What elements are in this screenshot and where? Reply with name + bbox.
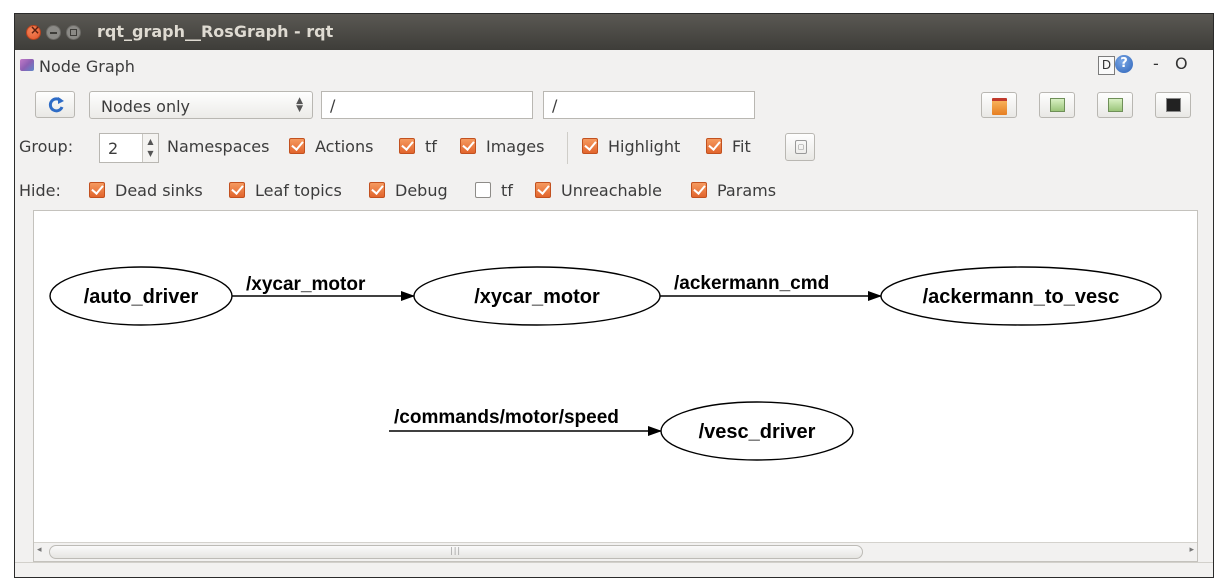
group-value: 2 — [108, 139, 119, 158]
dead-sinks-label: Dead sinks — [115, 181, 203, 200]
save-svg-button[interactable] — [1097, 92, 1133, 118]
edge-label-xycar-motor: /xycar_motor — [246, 274, 366, 295]
node-xycar-motor[interactable] — [413, 266, 661, 326]
edge-label-ackermann-cmd: /ackermann_cmd — [674, 273, 829, 294]
leaf-topics-label: Leaf topics — [255, 181, 342, 200]
window-close-icon[interactable] — [26, 23, 41, 40]
save-image-button[interactable] — [1155, 92, 1191, 118]
scroll-left-icon[interactable]: ◂ — [37, 545, 42, 555]
group-spinbox[interactable]: 2 ▲▼ — [99, 133, 159, 163]
window-minimize-icon[interactable] — [46, 25, 61, 40]
hide-tf-checkbox[interactable] — [475, 182, 491, 198]
horizontal-scrollbar[interactable]: ◂ ||| ▸ — [34, 542, 1197, 561]
node-ackermann-to-vesc[interactable] — [880, 266, 1162, 326]
options-separator — [567, 132, 568, 164]
plugin-title: Node Graph — [39, 57, 135, 76]
node-label-xycar-motor: /xycar_motor — [474, 286, 600, 308]
highlight-checkbox[interactable] — [582, 138, 598, 154]
status-bar — [15, 562, 1213, 577]
fit-in-view-button[interactable]: ▢ — [785, 133, 815, 161]
ros-graph: /xycar_motor /ackermann_cmd /commands/mo… — [49, 266, 1162, 461]
save-dot-icon — [1050, 98, 1065, 112]
combo-updown-icon: ▲▼ — [296, 96, 303, 114]
help-icon[interactable]: ? — [1115, 55, 1133, 73]
plugin-minimize-button[interactable]: - — [1153, 54, 1159, 73]
spin-arrows-icon[interactable]: ▲▼ — [142, 134, 158, 162]
tf-checkbox[interactable] — [399, 138, 415, 154]
actions-label: Actions — [315, 137, 374, 156]
actions-checkbox[interactable] — [289, 138, 305, 154]
node-graph-plugin-icon — [20, 59, 34, 71]
window-maximize-icon[interactable] — [66, 25, 81, 40]
plugin-header: Node Graph D ? - O — [15, 50, 1213, 80]
rqt-window: rqt_graph__RosGraph - rqt Node Graph D ?… — [14, 13, 1214, 578]
node-label-vesc-driver: /vesc_driver — [699, 421, 816, 443]
open-folder-icon — [992, 98, 1007, 115]
fit-checkbox[interactable] — [706, 138, 722, 154]
hide-label: Hide: — [19, 181, 61, 200]
title-bar[interactable]: rqt_graph__RosGraph - rqt — [15, 14, 1213, 50]
params-label: Params — [717, 181, 777, 200]
dead-sinks-checkbox[interactable] — [89, 182, 105, 198]
view-mode-value: Nodes only — [101, 97, 191, 116]
images-checkbox[interactable] — [460, 138, 476, 154]
node-label-auto-driver: /auto_driver — [84, 286, 199, 308]
namespaces-label: Namespaces — [167, 137, 270, 156]
leaf-topics-checkbox[interactable] — [229, 182, 245, 198]
load-dot-button[interactable] — [981, 92, 1017, 118]
debug-label: Debug — [395, 181, 448, 200]
topic-filter-input[interactable] — [543, 91, 755, 119]
fit-view-icon: ▢ — [795, 140, 807, 154]
refresh-icon — [48, 97, 64, 113]
plugin-close-button[interactable]: O — [1175, 54, 1188, 73]
params-checkbox[interactable] — [691, 182, 707, 198]
graph-toolbar: Nodes only ▲▼ — [15, 88, 1213, 122]
save-dot-button[interactable] — [1039, 92, 1075, 118]
edge-label-motor-speed: /commands/motor/speed — [394, 407, 619, 428]
unreachable-checkbox[interactable] — [535, 182, 551, 198]
node-auto-driver[interactable] — [49, 266, 233, 326]
dock-toggle-button[interactable]: D — [1098, 56, 1115, 75]
group-label: Group: — [19, 137, 74, 156]
unreachable-label: Unreachable — [561, 181, 662, 200]
scroll-right-icon[interactable]: ▸ — [1189, 545, 1194, 555]
scroll-grip-icon: ||| — [450, 546, 462, 555]
hide-row: Hide: Dead sinks Leaf topics Debug tf Un… — [15, 176, 1213, 206]
node-label-ackermann-to-vesc: /ackermann_to_vesc — [923, 286, 1120, 308]
save-svg-icon — [1108, 98, 1123, 112]
screenshot-icon — [1166, 98, 1181, 112]
node-vesc-driver[interactable] — [660, 401, 854, 461]
debug-checkbox[interactable] — [369, 182, 385, 198]
scrollbar-thumb[interactable]: ||| — [49, 545, 863, 559]
options-row: Group: 2 ▲▼ Namespaces Actions tf Images… — [15, 132, 1213, 166]
view-mode-select[interactable]: Nodes only ▲▼ — [89, 91, 313, 119]
tf-label: tf — [425, 137, 437, 156]
node-filter-input[interactable] — [321, 91, 533, 119]
hide-tf-label: tf — [501, 181, 513, 200]
graph-canvas[interactable]: /xycar_motor /ackermann_cmd /commands/mo… — [33, 210, 1198, 562]
fit-label: Fit — [732, 137, 751, 156]
highlight-label: Highlight — [608, 137, 681, 156]
window-title: rqt_graph__RosGraph - rqt — [97, 22, 334, 41]
images-label: Images — [486, 137, 545, 156]
refresh-button[interactable] — [35, 91, 75, 118]
